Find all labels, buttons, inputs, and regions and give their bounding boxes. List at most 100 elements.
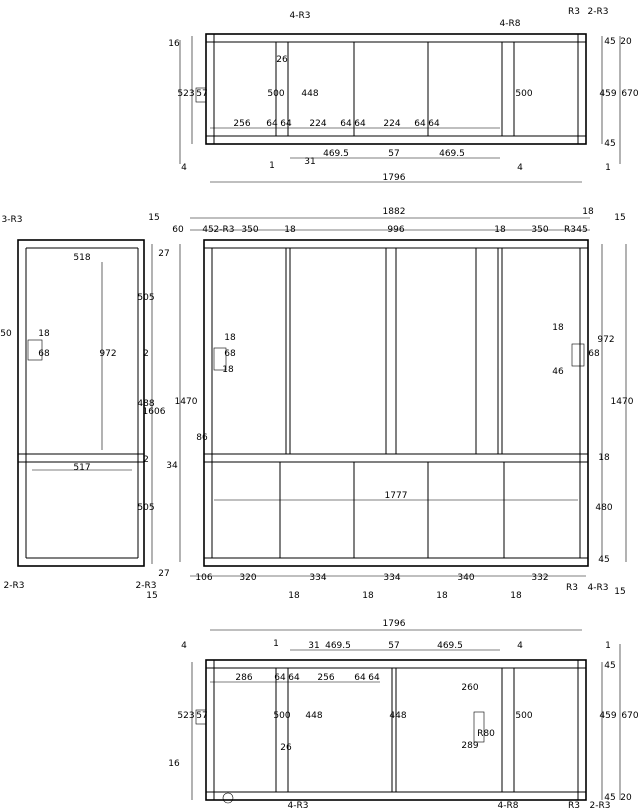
bottom-height: 448	[305, 711, 322, 721]
bottom-height: 670	[621, 711, 638, 721]
top-dim: 224	[309, 119, 326, 129]
top-dim: 64	[354, 119, 366, 129]
middle-top-dim: 18	[494, 225, 506, 235]
middle-right-dim: 46	[552, 367, 564, 377]
middle-right-dim: 18	[552, 323, 564, 333]
bottom-dim: 64	[274, 673, 286, 683]
bottom-mark: 4-R3	[288, 801, 309, 811]
middle-bottom-dim: 4-R3	[588, 583, 609, 593]
bottom-height: 459	[599, 711, 616, 721]
middle-left-dim: 1470	[175, 397, 198, 407]
top-overall-width: 1796	[383, 173, 406, 183]
bottom-small: 20	[620, 793, 632, 803]
middle-right-dim: 972	[597, 335, 614, 345]
bottom-small: 1	[605, 641, 611, 651]
bottom-view: 1796 286 64 64 256 64 64 469.5 57 469.5 …	[168, 619, 639, 811]
bottom-small: 1	[273, 639, 279, 649]
top-mark: 4-R3	[290, 11, 311, 21]
top-dim: 64	[266, 119, 278, 129]
top-small: 1	[605, 163, 611, 173]
middle-view: 60 45 2-R3 350 18 996 18 350 R3 45 18 15…	[166, 207, 633, 601]
bottom-mark: R3	[568, 801, 580, 811]
side-dim: 488	[137, 399, 154, 409]
middle-right-dim: 1470	[611, 397, 634, 407]
top-small: 16	[168, 39, 180, 49]
middle-top-dim: R3	[564, 225, 576, 235]
top-small: 45	[604, 37, 615, 47]
bottom-small: 16	[168, 759, 180, 769]
top-small: 45	[604, 139, 615, 149]
top-height: 459	[599, 89, 616, 99]
middle-top-dim: 350	[241, 225, 258, 235]
side-dim: 2	[143, 349, 149, 359]
top-dim: 64	[428, 119, 440, 129]
bottom-view-frame	[205, 659, 587, 801]
top-dim: 64	[414, 119, 426, 129]
bottom-height: 500	[273, 711, 290, 721]
side-dim: 50	[0, 329, 12, 339]
side-dim: 27	[158, 249, 169, 259]
side-view-frame	[17, 239, 145, 567]
top-small: 4	[181, 163, 187, 173]
side-dim: 15	[148, 213, 159, 223]
middle-bottom-dim: 320	[239, 573, 256, 583]
middle-top-dim: 2-R3	[214, 225, 235, 235]
side-dim: 68	[38, 349, 50, 359]
bottom-dim: 256	[317, 673, 334, 683]
top-height: 523	[177, 89, 194, 99]
side-dim: 18	[38, 329, 50, 339]
top-height: 500	[267, 89, 284, 99]
middle-left-dim: 18	[222, 365, 234, 375]
middle-top-dim: 45	[202, 225, 213, 235]
middle-top-dim: 45	[576, 225, 587, 235]
side-view: 518 517 15 27 505 488 1606 505 27 15 18 …	[0, 213, 169, 601]
middle-left-dim: 18	[224, 333, 236, 343]
bottom-small: 4	[517, 641, 523, 651]
side-dim: 505	[137, 503, 154, 513]
side-dim: 518	[73, 253, 90, 263]
bottom-mark: 4-R8	[498, 801, 519, 811]
top-dim: 64	[340, 119, 352, 129]
middle-top-dim: 996	[387, 225, 404, 235]
bottom-gap: 57	[388, 641, 399, 651]
middle-top-dim: 18	[582, 207, 594, 217]
bottom-height: 500	[515, 711, 532, 721]
bottom-gap: 469.5	[437, 641, 463, 651]
side-dim: 1606	[143, 407, 166, 417]
top-height: 500	[515, 89, 532, 99]
middle-right-dim: 68	[588, 349, 600, 359]
middle-left-dim: 68	[224, 349, 236, 359]
bottom-small: 31	[308, 641, 319, 651]
bottom-dim: 64	[288, 673, 300, 683]
top-height: 26	[276, 55, 288, 65]
middle-overall-width: 1882	[383, 207, 406, 217]
bottom-height: 448	[389, 711, 406, 721]
middle-bottom-dim: 332	[531, 573, 548, 583]
middle-left-dim: 34	[166, 461, 178, 471]
side-dim: 15	[146, 591, 157, 601]
bottom-dim: 286	[235, 673, 252, 683]
middle-top-dim: 60	[172, 225, 184, 235]
middle-right-dim: 18	[598, 453, 610, 463]
middle-bottom-18: 18	[436, 591, 448, 601]
middle-bottom-dim: 340	[457, 573, 474, 583]
middle-top-dim: 15	[614, 213, 625, 223]
top-height: 57	[196, 89, 207, 99]
bottom-height: 523	[177, 711, 194, 721]
side-dim: 505	[137, 293, 154, 303]
bottom-dim: 64	[354, 673, 366, 683]
bottom-height: 57	[196, 711, 207, 721]
middle-top-dim: 18	[284, 225, 296, 235]
bottom-mark: 2-R3	[590, 801, 611, 811]
top-mark: 4-R8	[500, 19, 521, 29]
top-gap: 469.5	[439, 149, 465, 159]
side-mark: 2-R3	[136, 581, 157, 591]
bottom-height: 289	[461, 741, 478, 751]
bottom-height: R80	[477, 729, 495, 739]
side-mark: 3-R3	[2, 215, 23, 225]
top-height: 448	[301, 89, 318, 99]
top-gap: 57	[388, 149, 399, 159]
middle-bottom-18: 18	[510, 591, 522, 601]
bottom-small: 4	[181, 641, 187, 651]
middle-bottom-dim: 334	[383, 573, 400, 583]
